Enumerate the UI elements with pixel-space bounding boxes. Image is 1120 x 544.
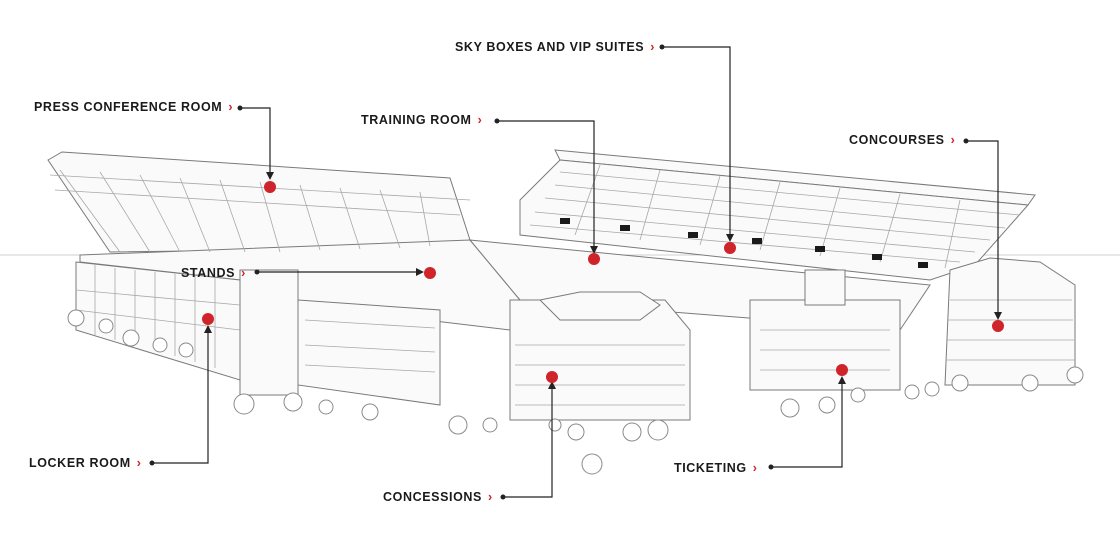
right-tower [804, 269, 846, 306]
arrowheads [204, 172, 1002, 389]
label-text: CONCESSIONS [383, 490, 482, 504]
label-training-room[interactable]: TRAINING ROOM › [361, 113, 482, 127]
leader-lines [152, 46, 999, 498]
label-concessions[interactable]: CONCESSIONS › [383, 490, 493, 504]
hotspot-press-conference-room[interactable] [264, 181, 276, 193]
label-concourses[interactable]: CONCOURSES › [849, 133, 955, 147]
label-locker-room[interactable]: LOCKER ROOM › [29, 456, 142, 470]
chevron-right-icon: › [950, 133, 956, 147]
concession-roof [538, 291, 661, 321]
hotspots [202, 181, 1004, 383]
label-text: LOCKER ROOM [29, 456, 131, 470]
hotspot-sky-boxes[interactable] [724, 242, 736, 254]
center-left-block [297, 299, 441, 406]
sky-box-windows [560, 218, 928, 268]
label-press-conference-room[interactable]: PRESS CONFERENCE ROOM › [34, 100, 233, 114]
label-stands[interactable]: STANDS › [181, 266, 246, 280]
left-roof [47, 151, 471, 253]
chevron-right-icon: › [650, 40, 655, 54]
label-sky-boxes-vip-suites[interactable]: SKY BOXES AND VIP SUITES › [455, 40, 655, 54]
chevron-right-icon: › [228, 100, 234, 114]
ticketing-building [749, 299, 901, 391]
concourse-drum [944, 257, 1076, 386]
label-ticketing[interactable]: TICKETING › [674, 461, 758, 475]
chevron-right-icon: › [136, 456, 142, 470]
hotspot-training-room[interactable] [588, 253, 600, 265]
chevron-right-icon: › [487, 490, 493, 504]
hotspot-concourses[interactable] [992, 320, 1004, 332]
label-text: TICKETING [674, 461, 747, 475]
hotspot-concessions[interactable] [546, 371, 558, 383]
label-text: STANDS [181, 266, 236, 280]
trees [67, 309, 1084, 475]
hotspot-ticketing[interactable] [836, 364, 848, 376]
hotspot-locker-room[interactable] [202, 313, 214, 325]
chevron-right-icon: › [241, 266, 246, 280]
label-text: TRAINING ROOM [361, 113, 472, 127]
label-text: SKY BOXES AND VIP SUITES [455, 40, 645, 54]
leader-dots [149, 44, 969, 500]
left-tower [239, 269, 299, 396]
label-text: PRESS CONFERENCE ROOM [34, 100, 223, 114]
chevron-right-icon: › [477, 113, 483, 127]
hotspot-stands[interactable] [424, 267, 436, 279]
label-text: CONCOURSES [849, 133, 945, 147]
chevron-right-icon: › [752, 461, 758, 475]
